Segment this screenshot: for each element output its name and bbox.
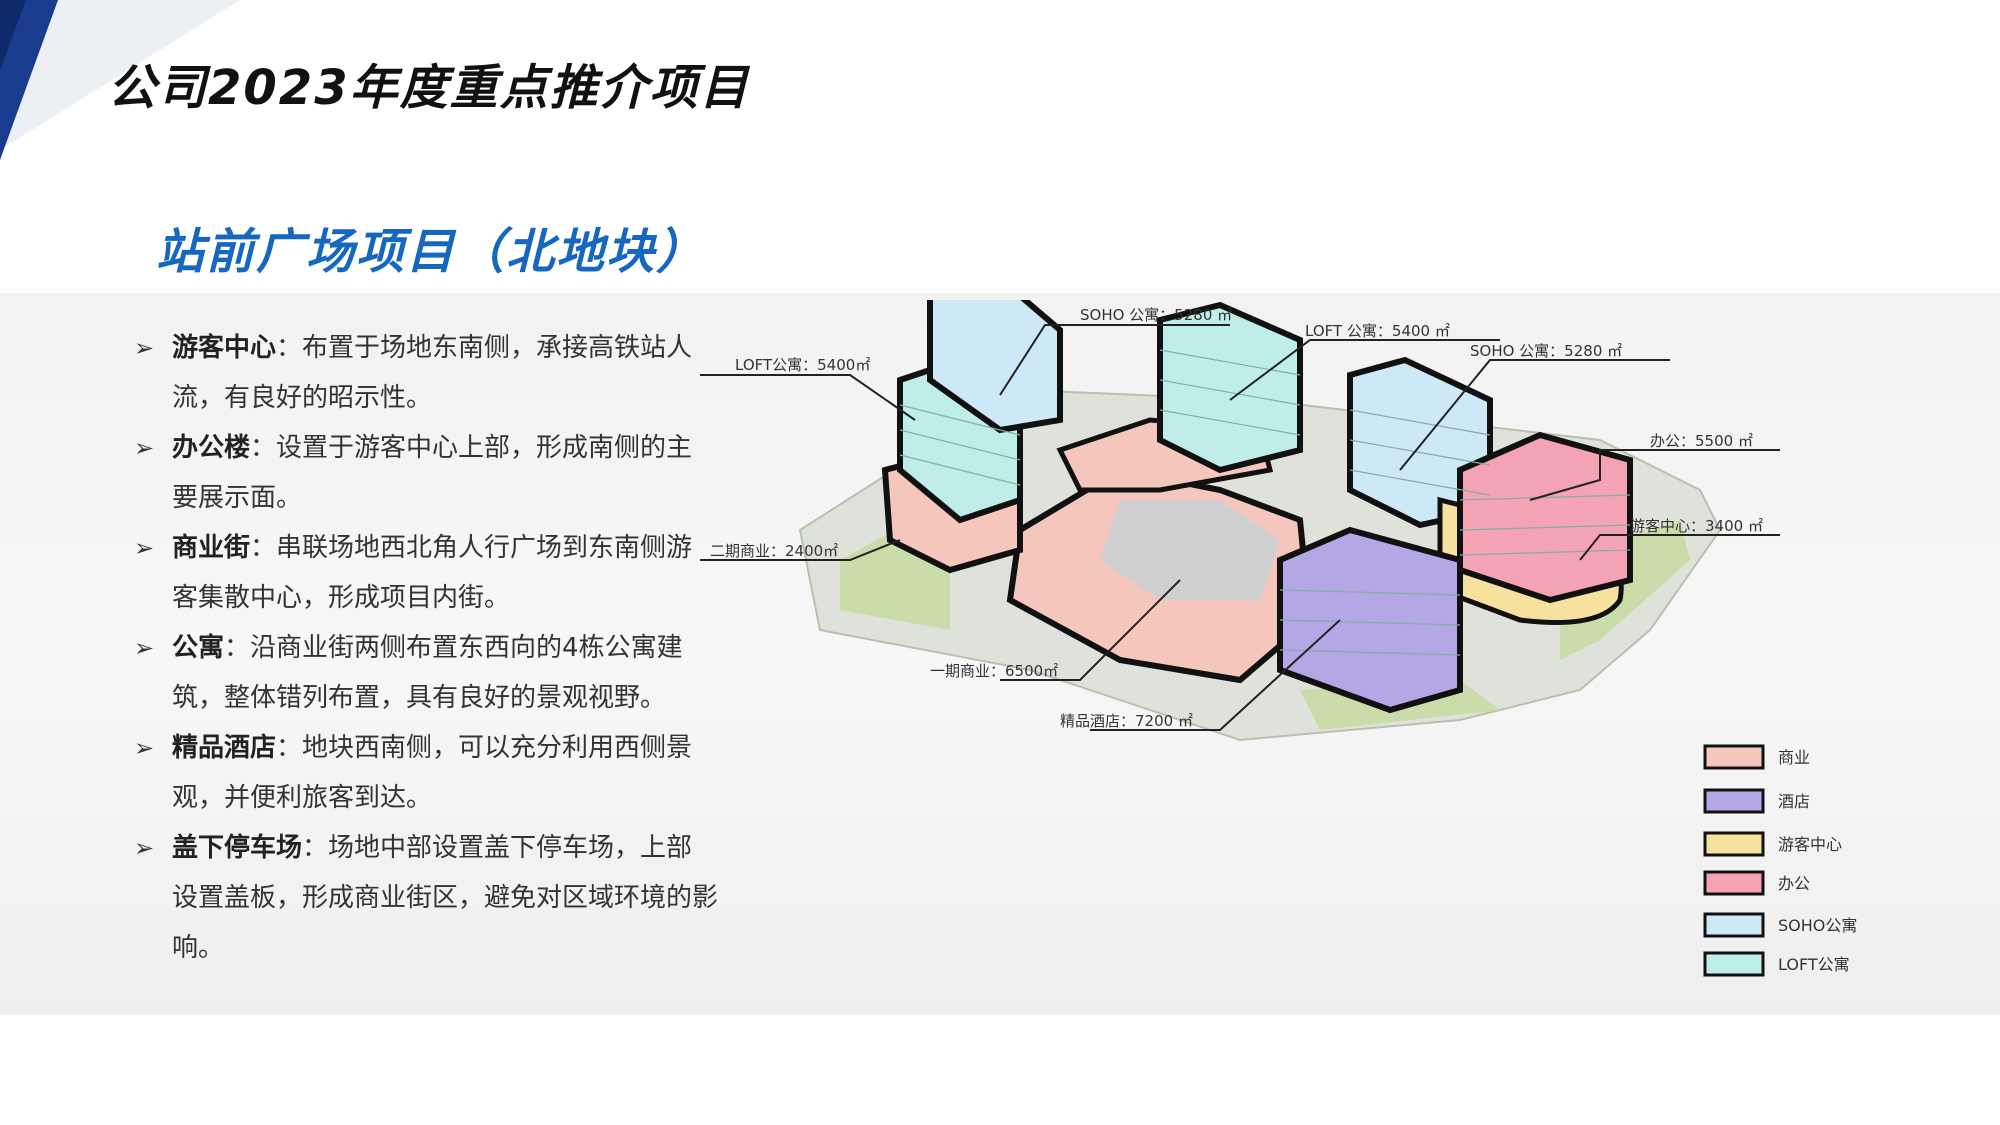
label-commerce-phase2: 二期商业：2400㎡ [710, 542, 838, 560]
label-soho-nw: SOHO 公寓：5280 ㎡ [1080, 306, 1232, 324]
bullet-term: 精品酒店 [172, 733, 277, 763]
bullet-term: 盖下停车场 [172, 833, 303, 863]
hotel-tower [1277, 526, 1463, 714]
bullet-separator: ： [302, 833, 329, 863]
arrow-bullet-icon: ➢ [134, 434, 155, 462]
bullet-desc: 场地中部设置盖下停车场，上部设置盖板，形成商业街区，避免对区域环境的影响。 [172, 833, 719, 963]
legend-label: 商业 [1778, 748, 1810, 767]
label-visitor-center: 游客中心：3400 ㎡ [1630, 517, 1763, 535]
corner-decoration [0, 0, 240, 160]
label-commerce-phase1: 一期商业：6500㎡ [930, 662, 1058, 680]
bullet-separator: ： [250, 433, 277, 463]
courtyard [1100, 500, 1280, 600]
legend-label: 酒店 [1778, 792, 1810, 811]
feature-list: ➢ 游客中心：布置于场地东南侧，承接高铁站人流，有良好的昭示性。 ➢ 办公楼：设… [128, 323, 718, 973]
leader-lines [700, 324, 1780, 731]
bullet-separator: ： [276, 733, 303, 763]
legend-label: SOHO公寓 [1778, 916, 1857, 935]
legend-swatch-hotel [1703, 788, 1765, 814]
legend-row-loft: LOFT公寓 [1703, 951, 1850, 977]
bullet-desc: 布置于场地东南侧，承接高铁站人流，有良好的昭示性。 [172, 333, 693, 413]
bullet-separator: ： [224, 633, 251, 663]
site-massing-diagram: SOHO 公寓：5280 ㎡ LOFT 公寓：5400 ㎡ SOHO 公寓：52… [700, 300, 1857, 938]
label-hotel: 精品酒店：7200 ㎡ [1060, 712, 1193, 730]
bullet-separator: ： [276, 333, 303, 363]
label-office: 办公：5500 ㎡ [1650, 432, 1753, 450]
label-soho-east: SOHO 公寓：5280 ㎡ [1470, 342, 1622, 360]
bullet-separator: ： [250, 533, 277, 563]
project-subtitle: 站前广场项目（北地块） [156, 224, 707, 280]
legend: 商业 酒店 游客中心 办公 SOHO公寓 [1703, 744, 1857, 938]
list-item: ➢ 盖下停车场：场地中部设置盖下停车场，上部设置盖板，形成商业街区，避免对区域环… [128, 823, 718, 973]
office-tower [1457, 431, 1633, 604]
list-item: ➢ 精品酒店：地块西南侧，可以充分利用西侧景观，并便利旅客到达。 [128, 723, 718, 823]
arrow-bullet-icon: ➢ [134, 634, 155, 662]
legend-label: 办公 [1778, 874, 1810, 893]
legend-swatch-office [1703, 870, 1765, 896]
label-loft-west: LOFT公寓：5400㎡ [735, 356, 870, 374]
legend-swatch-commerce [1703, 744, 1765, 770]
arrow-bullet-icon: ➢ [134, 334, 155, 362]
legend-swatch-loft [1703, 951, 1765, 977]
bullet-desc: 设置于游客中心上部，形成南侧的主要展示面。 [172, 433, 693, 513]
legend-swatch-visitor [1703, 831, 1765, 857]
legend-label: 游客中心 [1778, 835, 1842, 854]
legend-swatch-soho [1703, 912, 1765, 938]
soho-nw-tower [927, 300, 1063, 434]
arrow-bullet-icon: ➢ [134, 534, 155, 562]
bullet-term: 游客中心 [172, 333, 277, 363]
arrow-bullet-icon: ➢ [134, 834, 155, 862]
page-title: 公司2023年度重点推介项目 [108, 60, 750, 116]
bullet-desc: 沿商业街两侧布置东西向的4栋公寓建筑，整体错列布置，具有良好的景观视野。 [172, 633, 683, 713]
bullet-desc: 地块西南侧，可以充分利用西侧景观，并便利旅客到达。 [172, 733, 693, 813]
legend-label: LOFT公寓 [1778, 955, 1850, 974]
bullet-term: 公寓 [172, 633, 225, 663]
arrow-bullet-icon: ➢ [134, 734, 155, 762]
label-loft-mid: LOFT 公寓：5400 ㎡ [1305, 322, 1450, 340]
loft-mid-tower [1157, 301, 1303, 474]
bullet-term: 商业街 [172, 533, 251, 563]
list-item: ➢ 商业街：串联场地西北角人行广场到东南侧游客集散中心，形成项目内街。 [128, 523, 718, 623]
list-item: ➢ 游客中心：布置于场地东南侧，承接高铁站人流，有良好的昭示性。 [128, 323, 718, 423]
list-item: ➢ 公寓：沿商业街两侧布置东西向的4栋公寓建筑，整体错列布置，具有良好的景观视野… [128, 623, 718, 723]
bullet-desc: 串联场地西北角人行广场到东南侧游客集散中心，形成项目内街。 [172, 533, 693, 613]
bullet-term: 办公楼 [172, 433, 251, 463]
floor-lines [899, 349, 1631, 656]
list-item: ➢ 办公楼：设置于游客中心上部，形成南侧的主要展示面。 [128, 423, 718, 523]
